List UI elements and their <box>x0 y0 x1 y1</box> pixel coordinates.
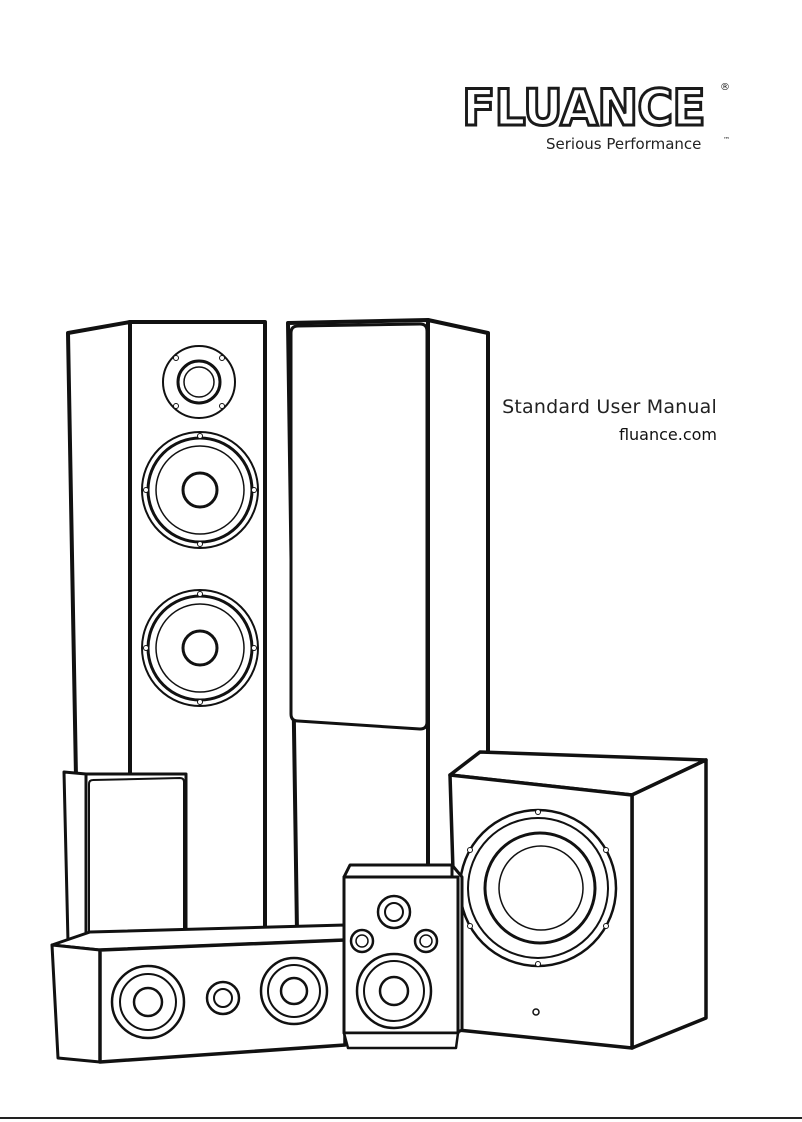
registered-mark: ® <box>720 82 730 93</box>
manual-title: Standard User Manual <box>502 396 717 418</box>
center-channel-speaker <box>50 923 347 1064</box>
woofer-icon <box>141 589 259 707</box>
woofer-icon <box>110 964 186 1040</box>
woofer-icon <box>141 431 259 549</box>
subwoofer <box>448 750 708 1050</box>
tweeter-icon <box>413 928 439 954</box>
tweeter-icon <box>205 980 241 1016</box>
brand-logo: FLUANCE ® Serious Performance ™ <box>461 79 732 160</box>
tweeter-icon <box>349 928 375 954</box>
woofer-icon <box>259 956 329 1026</box>
tweeter-icon <box>376 894 412 930</box>
power-indicator-icon <box>532 1008 540 1016</box>
woofer-icon <box>355 952 433 1030</box>
logo-tagline: Serious Performance <box>546 135 702 153</box>
trademark-mark: ™ <box>723 136 730 144</box>
tweeter-icon <box>162 345 236 419</box>
bottom-divider <box>0 1117 802 1119</box>
logo-wordmark: FLUANCE <box>461 79 708 138</box>
website-link: fluance.com <box>618 425 717 444</box>
bookshelf-speaker <box>342 863 464 1050</box>
subwoofer-driver-icon <box>458 808 618 968</box>
